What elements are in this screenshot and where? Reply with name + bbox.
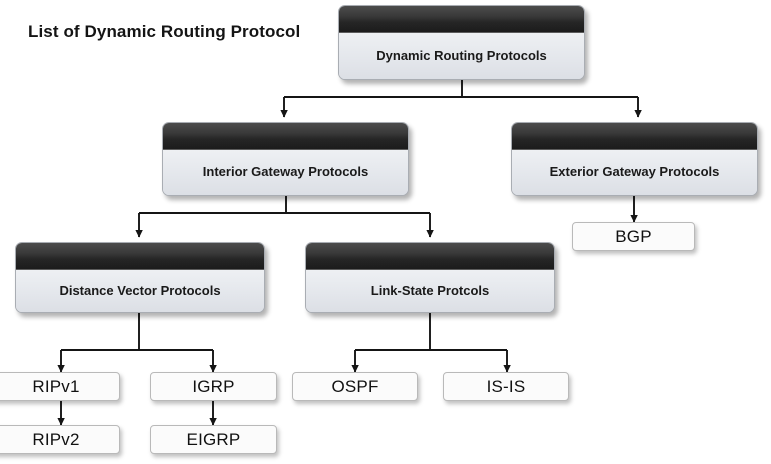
node-ospf[interactable]: OSPF bbox=[292, 372, 418, 401]
node-label: Link-State Protcols bbox=[370, 282, 490, 298]
node-header-bar bbox=[163, 123, 408, 150]
node-label: EIGRP bbox=[186, 429, 241, 449]
node-header-bar bbox=[512, 123, 757, 150]
node-header-bar bbox=[306, 243, 554, 270]
node-label: Dynamic Routing Protocols bbox=[376, 47, 547, 63]
node-label: IGRP bbox=[192, 376, 235, 396]
node-label: Interior Gateway Protocols bbox=[202, 164, 369, 180]
node-body: Exterior Gateway Protocols bbox=[512, 150, 757, 195]
node-body: Interior Gateway Protocols bbox=[163, 150, 408, 195]
node-interior-gateway-protocols[interactable]: Interior Gateway Protocols bbox=[162, 122, 409, 196]
node-label: RIPv1 bbox=[32, 376, 80, 396]
node-header-bar bbox=[339, 6, 584, 33]
node-igrp[interactable]: IGRP bbox=[150, 372, 277, 401]
node-distance-vector-protocols[interactable]: Distance Vector Protocols bbox=[15, 242, 265, 313]
node-dynamic-routing-protocols[interactable]: Dynamic Routing Protocols bbox=[338, 5, 585, 80]
node-link-state-protocols[interactable]: Link-State Protcols bbox=[305, 242, 555, 313]
node-bgp[interactable]: BGP bbox=[572, 222, 695, 251]
node-label: IS-IS bbox=[486, 376, 526, 396]
node-body: Distance Vector Protocols bbox=[16, 270, 264, 312]
node-body: Link-State Protcols bbox=[306, 270, 554, 312]
node-ripv2[interactable]: RIPv2 bbox=[0, 425, 120, 454]
node-label: Distance Vector Protocols bbox=[59, 282, 221, 298]
node-eigrp[interactable]: EIGRP bbox=[150, 425, 277, 454]
node-label: Exterior Gateway Protocols bbox=[549, 164, 720, 180]
diagram-title: List of Dynamic Routing Protocol bbox=[28, 22, 301, 41]
node-is-is[interactable]: IS-IS bbox=[443, 372, 569, 401]
node-exterior-gateway-protocols[interactable]: Exterior Gateway Protocols bbox=[511, 122, 758, 196]
node-label: RIPv2 bbox=[32, 429, 80, 449]
node-label: BGP bbox=[615, 226, 652, 246]
node-ripv1[interactable]: RIPv1 bbox=[0, 372, 120, 401]
node-label: OSPF bbox=[331, 376, 379, 396]
node-body: Dynamic Routing Protocols bbox=[339, 33, 584, 79]
node-header-bar bbox=[16, 243, 264, 270]
